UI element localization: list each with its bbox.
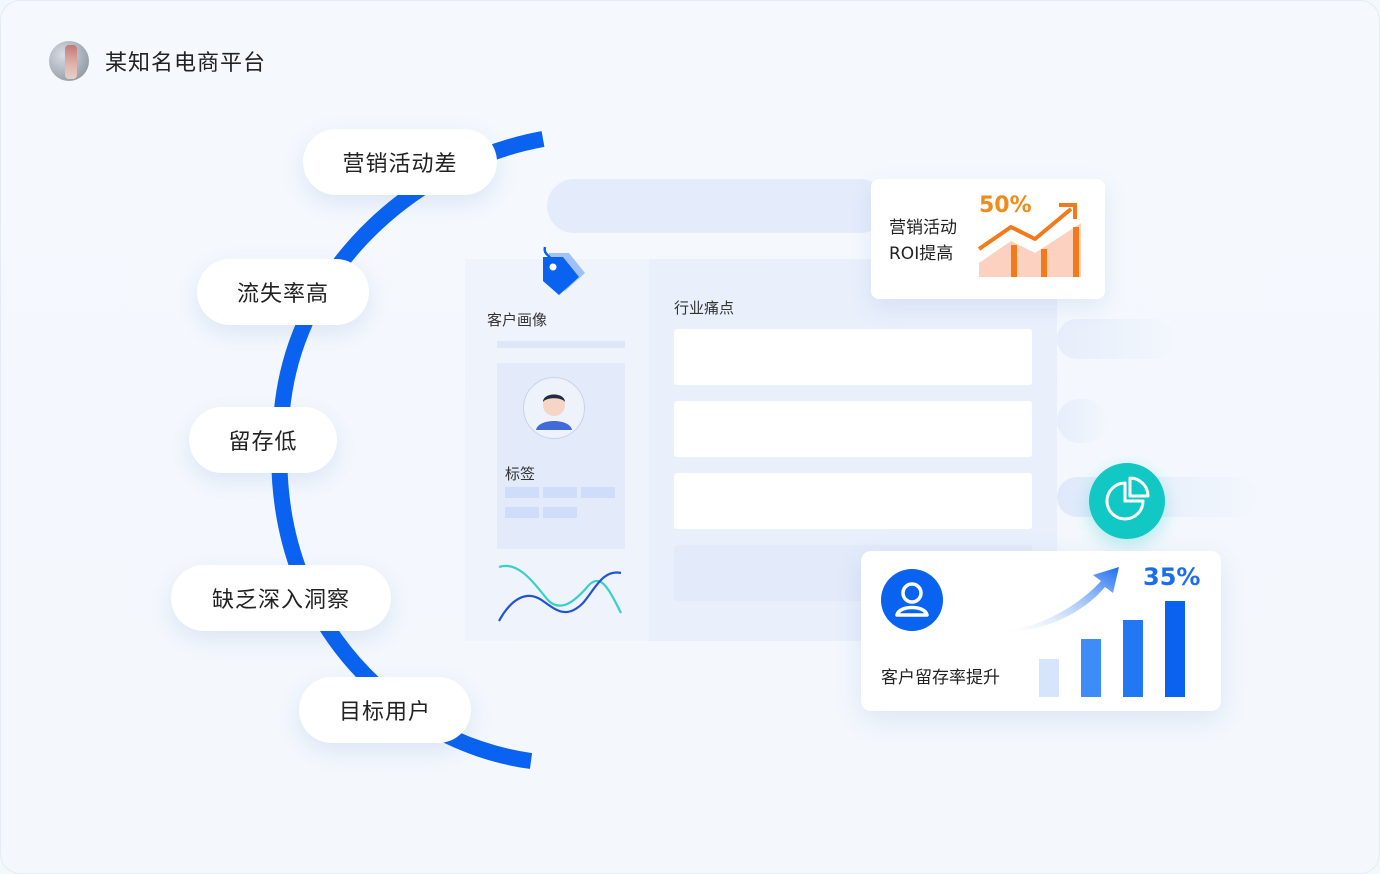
decor-bar (547, 179, 887, 233)
tag-chip (505, 507, 539, 518)
pill-insight: 缺乏深入洞察 (171, 565, 391, 631)
tag-chip (543, 487, 577, 498)
decor-ghost (1057, 399, 1107, 443)
tag-chip (543, 507, 577, 518)
brand-header: 某知名电商平台 (49, 41, 266, 81)
trend-arrow-icon (977, 203, 1081, 277)
line-chart-icon (498, 564, 622, 622)
pill-churn: 流失率高 (197, 259, 369, 325)
person-icon (523, 377, 585, 439)
tag-chip (505, 487, 539, 498)
roi-card: 营销活动ROI提高 50% (871, 179, 1105, 299)
pill-target-users: 目标用户 (299, 677, 471, 743)
roi-title: 营销活动ROI提高 (889, 218, 957, 264)
tag-chip (581, 487, 615, 498)
brand-name: 某知名电商平台 (105, 51, 267, 76)
retention-bar (1081, 639, 1101, 697)
retention-card: 客户留存率提升 35% (861, 551, 1221, 711)
user-icon (881, 569, 943, 631)
profile-column: 客户画像 标签 (465, 246, 649, 641)
pie-chart-icon (1089, 463, 1165, 539)
tag-icon (543, 246, 585, 295)
pain-field (674, 329, 1032, 385)
pain-field (674, 401, 1032, 457)
pain-points-label: 行业痛点 (674, 299, 735, 317)
pill-label: 留存低 (228, 430, 298, 455)
roi-value: 50% (979, 193, 1032, 218)
decor-line (497, 341, 625, 348)
pill-label: 目标用户 (338, 700, 431, 725)
pill-label: 营销活动差 (342, 152, 458, 177)
pill-marketing: 营销活动差 (303, 129, 497, 195)
dashboard-panel: 客户画像 标签 (465, 246, 1057, 641)
profile-card: 标签 (497, 363, 625, 549)
tags-label: 标签 (505, 465, 536, 483)
retention-bar (1165, 601, 1185, 697)
retention-value: 35% (1143, 563, 1201, 591)
growth-arrow-icon (1007, 567, 1119, 633)
retention-title: 客户留存率提升 (881, 668, 1000, 688)
customer-profile-label: 客户画像 (487, 311, 548, 329)
pill-retention: 留存低 (189, 407, 337, 473)
retention-bar (1039, 659, 1059, 697)
avatar (49, 41, 89, 81)
pain-field (674, 473, 1032, 529)
pill-label: 缺乏深入洞察 (211, 588, 350, 613)
decor-ghost (1057, 319, 1175, 359)
retention-bar (1123, 620, 1143, 697)
pill-label: 流失率高 (236, 282, 329, 307)
